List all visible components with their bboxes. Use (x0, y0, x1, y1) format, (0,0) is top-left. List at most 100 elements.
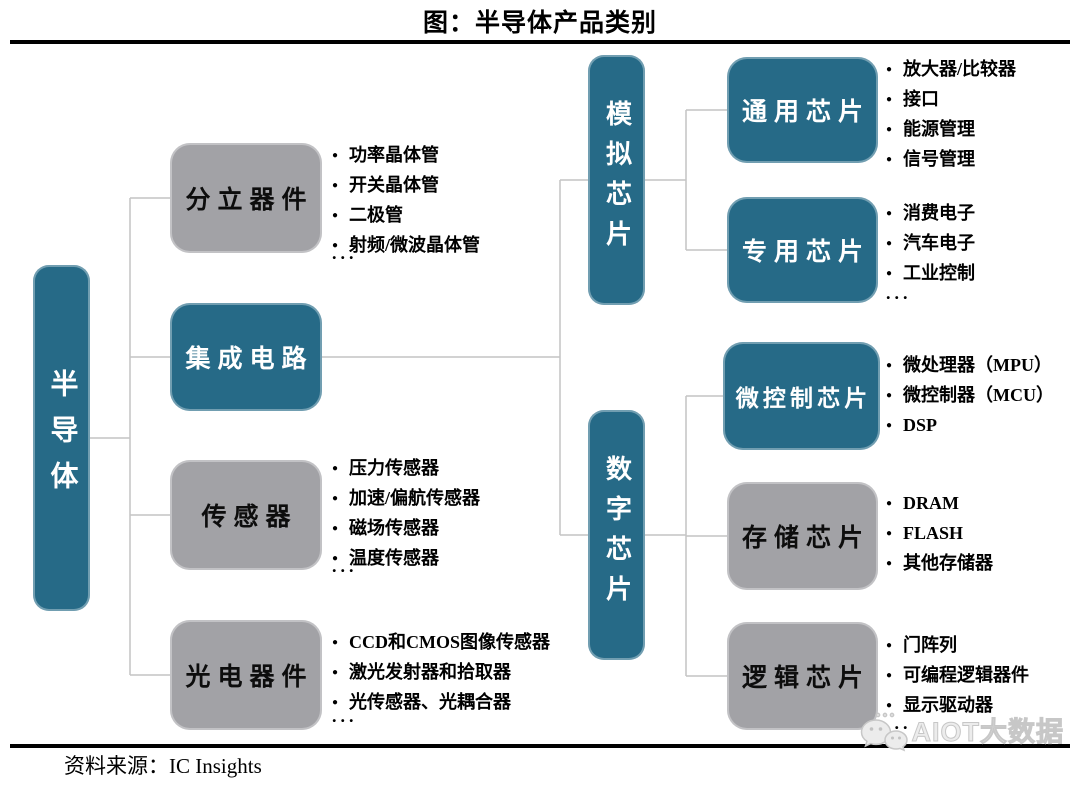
bullet-text: 信号管理 (903, 149, 976, 169)
node-analog-chip: 模拟芯片 (588, 55, 645, 305)
bullet-item: ● 激光发射器和拾取器 (332, 659, 550, 689)
bullet-item: ● 微处理器（MPU） (886, 352, 1054, 382)
bullet-text: 二极管 (349, 205, 404, 225)
bullet-icon: ● (886, 208, 893, 219)
bullet-text: 可编程逻辑器件 (903, 665, 1030, 685)
node-label: 专用芯片 (741, 239, 870, 266)
node-label: 半导体 (46, 369, 78, 507)
list-memory-chip: ●DRAM●FLASH●其他存储器 (886, 490, 993, 580)
connector-analog-children (645, 109, 727, 251)
bullet-icon: ● (886, 528, 893, 539)
node-label: 存储芯片 (741, 525, 870, 552)
bullet-text: 磁场传感器 (349, 518, 440, 538)
bullet-item: ●能源管理 (886, 116, 1016, 146)
node-discrete-devices: 分立器件 (170, 143, 322, 253)
bullet-icon: ● (886, 64, 893, 75)
list-optoelectronic: ●CCD和CMOS图像传感器●激光发射器和拾取器●光传感器、光耦合器 (332, 629, 550, 719)
ellipsis: ... (886, 283, 912, 303)
bullet-icon: ● (886, 154, 893, 165)
ellipsis: ... (886, 713, 912, 733)
bullet-icon: ● (886, 94, 893, 105)
bottom-rule (10, 744, 1070, 748)
bullet-icon: ● (332, 553, 339, 564)
node-digital-chip: 数字芯片 (588, 410, 645, 660)
bullet-icon: ● (886, 360, 893, 371)
connector-ic-to-chips (322, 179, 588, 536)
bullet-icon: ● (886, 670, 893, 681)
bullet-text: DSP (903, 415, 938, 435)
bullet-icon: ● (886, 390, 893, 401)
node-integrated-circuit: 集成电路 (170, 303, 322, 411)
bullet-item: ● 门阵列 (886, 632, 1029, 662)
bullet-icon: ● (886, 420, 893, 431)
bullet-item: ●射频/微波晶体管 (332, 232, 480, 262)
bullet-item: ● 可编程逻辑器件 (886, 662, 1029, 692)
bullet-text: 微处理器（MPU） (903, 355, 1053, 375)
bullet-icon: ● (886, 558, 893, 569)
node-special-chip: 专用芯片 (727, 197, 878, 303)
bullet-text: 压力传感器 (349, 458, 440, 478)
bullet-item: ● 接口 (886, 86, 1016, 116)
connector-root-to-level2 (90, 197, 170, 676)
bullet-icon: ● (332, 150, 339, 161)
node-label: 通用芯片 (741, 99, 870, 126)
node-label: 集成电路 (185, 346, 314, 373)
bullet-item: ● 磁场传感器 (332, 515, 480, 545)
node-label: 数字芯片 (602, 455, 632, 615)
bullet-icon: ● (886, 700, 893, 711)
node-semiconductor: 半导体 (33, 265, 90, 611)
bullet-text: 消费电子 (903, 203, 976, 223)
bullet-item: ●二极管 (332, 202, 480, 232)
bullet-icon: ● (332, 637, 339, 648)
bullet-text: 显示驱动器 (903, 695, 994, 715)
bullet-icon: ● (886, 498, 893, 509)
bullet-text: 放大器/比较器 (903, 59, 1017, 79)
node-general-chip: 通用芯片 (727, 57, 878, 163)
bullet-item: ● CCD和CMOS图像传感器 (332, 629, 550, 659)
bullet-text: 工业控制 (903, 263, 976, 283)
bullet-icon: ● (332, 180, 339, 191)
bullet-text: FLASH (903, 523, 964, 543)
list-sensors: ● 压力传感器 ●加速/偏航传感器 ● 磁场传感器 ●温度传感器 (332, 455, 480, 575)
bullet-text: 能源管理 (903, 119, 976, 139)
page-title: 图：半导体产品类别 (422, 9, 657, 37)
bullet-item: ● DRAM (886, 490, 993, 520)
bullet-item: ● 信号管理 (886, 146, 1016, 176)
bullet-text: CCD和CMOS图像传感器 (349, 632, 551, 652)
bullet-icon: ● (332, 697, 339, 708)
node-label: 传感器 (201, 504, 298, 531)
bullet-icon: ● (886, 640, 893, 651)
bullet-item: ● 放大器/比较器 (886, 56, 1016, 86)
bullet-icon: ● (332, 523, 339, 534)
bullet-text: 微控制器（MCU） (903, 385, 1055, 405)
node-microcontrol-chip: 微控制芯片 (723, 342, 880, 450)
bullet-icon: ● (886, 238, 893, 249)
bullet-item: ● 消费电子 (886, 200, 975, 230)
bullet-item: ● 显示驱动器 (886, 692, 1029, 722)
ellipsis: ... (332, 243, 358, 263)
bullet-icon: ● (332, 667, 339, 678)
bullet-icon: ● (332, 463, 339, 474)
node-optoelectronic-devices: 光电器件 (170, 620, 322, 730)
bullet-item: ●温度传感器 (332, 545, 480, 575)
bullet-item: ●加速/偏航传感器 (332, 485, 480, 515)
node-label: 光电器件 (185, 664, 314, 691)
list-microcontrol-chip: ● 微处理器（MPU） ● 微控制器（MCU） ● DSP (886, 352, 1054, 442)
source-credit: 资料来源：IC Insights (64, 754, 262, 778)
bullet-item: ● 压力传感器 (332, 455, 480, 485)
bullet-item: ●开关晶体管 (332, 172, 480, 202)
bullet-text: 接口 (903, 89, 940, 109)
bullet-item: ● 微控制器（MCU） (886, 382, 1054, 412)
bullet-icon: ● (332, 240, 339, 251)
bullet-item: ● 汽车电子 (886, 230, 975, 260)
bullet-item: ●工业控制 (886, 260, 975, 290)
bullet-item: ● DSP (886, 412, 1054, 442)
bullet-text: 门阵列 (903, 635, 958, 655)
node-label: 模拟芯片 (602, 100, 632, 260)
watermark: AIOT大数据 (856, 709, 1065, 755)
bullet-text: 激光发射器和拾取器 (349, 662, 512, 682)
node-sensors: 传感器 (170, 460, 322, 570)
bullet-text: 汽车电子 (903, 233, 976, 253)
bullet-text: DRAM (903, 493, 960, 513)
